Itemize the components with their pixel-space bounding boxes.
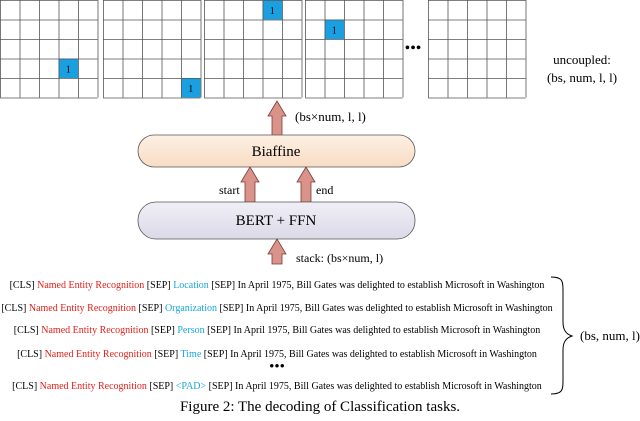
input-sentence-4: [CLS] Named Entity Recognition [SEP] Tim… xyxy=(17,349,537,360)
up-arrow-biaffine-to-grids xyxy=(267,100,287,137)
highlighted-cell xyxy=(58,58,78,78)
up-arrow-stack xyxy=(267,238,287,265)
sentences-ellipsis: ••• xyxy=(269,359,285,375)
biaffine-output-shape: (bs×num, l, l) xyxy=(295,109,366,124)
score-matrix-5 xyxy=(428,0,527,99)
biaffine-label: Biaffine xyxy=(252,144,301,160)
score-matrix-1: 1 xyxy=(0,0,99,99)
input-sentence-3: [CLS] Named Entity Recognition [SEP] Per… xyxy=(14,325,541,336)
highlighted-cell xyxy=(262,0,282,20)
highlighted-cell xyxy=(181,78,201,98)
score-matrix-4: 1 xyxy=(305,0,404,99)
bert-ffn-box xyxy=(137,201,416,240)
stack-shape-label: stack: (bs×num, l) xyxy=(296,251,383,265)
score-matrix-3: 1 xyxy=(204,0,303,99)
end-label: end xyxy=(316,183,333,197)
cell-label: 1 xyxy=(270,6,275,17)
figure-caption: Figure 2: The decoding of Classification… xyxy=(179,399,461,415)
cell-label: 1 xyxy=(188,84,193,95)
input-sentence-1: [CLS] Named Entity Recognition [SEP] Loc… xyxy=(10,280,545,291)
biaffine-box xyxy=(137,134,416,168)
score-matrix-2: 1 xyxy=(103,0,202,99)
right-brace xyxy=(550,276,574,395)
bert-ffn-label: BERT + FFN xyxy=(236,213,317,229)
highlighted-cell xyxy=(324,19,344,39)
input-sentence-2: [CLS] Named Entity Recognition [SEP] Org… xyxy=(1,303,552,314)
brace-shape-label: (bs, num, l) xyxy=(580,328,640,343)
uncoupled-label-line1: uncoupled: xyxy=(553,52,611,67)
start-label: start xyxy=(219,183,240,197)
cell-label: 1 xyxy=(332,25,337,36)
up-arrow-end xyxy=(296,166,316,203)
input-sentence-5: [CLS] Named Entity Recognition [SEP] <PA… xyxy=(12,381,542,392)
score-matrices: 1 1 1 1 xyxy=(0,0,527,99)
up-arrow-start xyxy=(240,166,260,203)
uncoupled-label-line2: (bs, num, l, l) xyxy=(547,70,617,85)
input-sentences: [CLS] Named Entity Recognition [SEP] Loc… xyxy=(1,280,552,392)
cell-label: 1 xyxy=(66,64,71,75)
grids-ellipsis: ••• xyxy=(405,40,422,57)
